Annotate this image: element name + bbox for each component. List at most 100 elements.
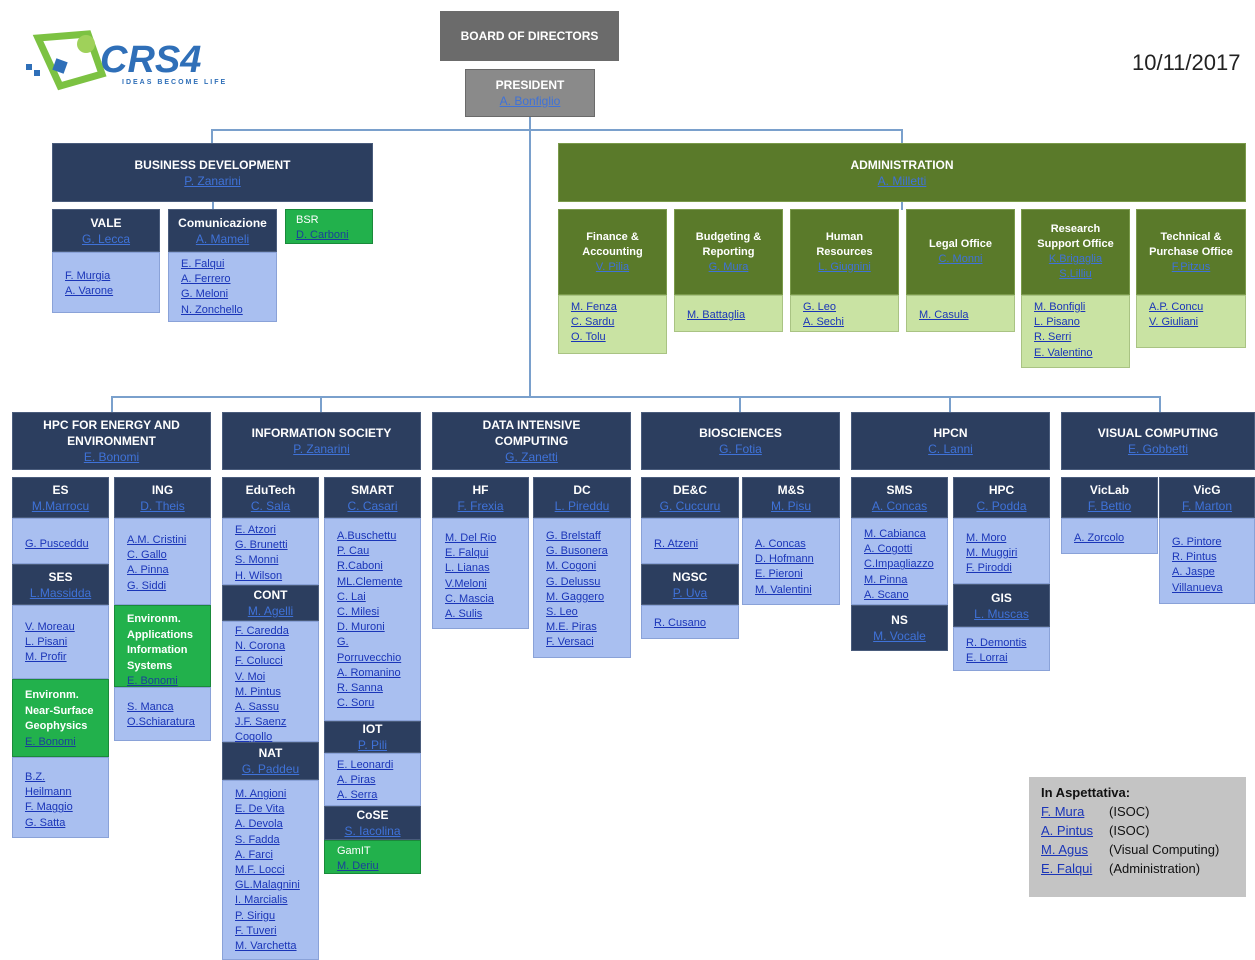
member-link[interactable]: C. Soru	[337, 697, 375, 710]
member-link[interactable]: A. Piras	[337, 774, 376, 787]
member-link[interactable]: E. Falqui	[445, 547, 489, 560]
member-link[interactable]: A. Sassu	[235, 701, 280, 714]
member-link[interactable]: M. Bonfigli	[1034, 301, 1086, 313]
member-link[interactable]: G. Pusceddu	[25, 538, 89, 550]
member-link[interactable]: M. Gaggero	[546, 590, 605, 603]
member-link[interactable]: M.E. Piras	[546, 621, 597, 634]
admin-head[interactable]: A. Milletti	[877, 173, 927, 188]
member-link[interactable]: H. Wilson	[235, 569, 283, 582]
member-link[interactable]: G. Brunetti	[235, 539, 288, 552]
ses-head[interactable]: L.Massidda	[29, 585, 92, 600]
member-link[interactable]: B.Z.	[25, 771, 46, 783]
member-link[interactable]: V. Giuliani	[1149, 316, 1199, 329]
member-link[interactable]: A. Devola	[235, 818, 283, 831]
member-link[interactable]: A. Romanino	[337, 666, 401, 679]
member-link[interactable]: F. Murgia	[65, 270, 111, 282]
member-link[interactable]: M. Angioni	[235, 788, 287, 800]
member-link[interactable]: M. Muggiri	[966, 547, 1018, 560]
member-link[interactable]: A. Ferrero	[181, 273, 231, 286]
info-society-head[interactable]: P. Zanarini	[293, 442, 350, 456]
member-link[interactable]: E. Valentino	[1034, 346, 1093, 359]
member-link[interactable]: S. Leo	[546, 606, 578, 619]
member-link[interactable]: A. Sulis	[445, 608, 483, 621]
member-link[interactable]: M.F. Locci	[235, 864, 285, 877]
ngsc-head[interactable]: P. Uva	[672, 585, 708, 600]
member-link[interactable]: A. Scano	[864, 588, 909, 601]
hpc-energy-head[interactable]: E. Bonomi	[83, 450, 140, 464]
eais-head[interactable]: E. Bonomi	[127, 675, 178, 687]
member-link[interactable]: R. Atzeni	[654, 538, 699, 550]
comunicazione-head[interactable]: A. Mameli	[195, 231, 250, 246]
member-link[interactable]: G. Pintore	[1172, 536, 1222, 548]
hr-head[interactable]: L. Giugnini	[818, 260, 871, 273]
member-link[interactable]: C. Lai	[337, 590, 366, 603]
member-link[interactable]: M. Profir	[25, 651, 67, 664]
member-link[interactable]: A. Concas	[755, 538, 806, 550]
es-head[interactable]: M.Marrocu	[31, 498, 90, 513]
member-link[interactable]: N. Corona	[235, 640, 286, 653]
ing-head[interactable]: D. Theis	[140, 498, 185, 513]
member-link[interactable]: L. Pisani	[25, 636, 68, 649]
member-link[interactable]: M. Cabianca	[864, 528, 926, 540]
member-link[interactable]: Heilmann	[25, 786, 72, 799]
ms-head[interactable]: M. Pisu	[770, 498, 811, 513]
vale-head[interactable]: G. Lecca	[81, 231, 131, 246]
member-link[interactable]: S. Fadda	[235, 833, 280, 846]
member-link[interactable]: C.Impagliazzo	[864, 558, 934, 571]
member-link[interactable]: N. Zonchello	[181, 303, 243, 316]
member-link[interactable]: M. Battaglia	[687, 309, 746, 321]
member-link[interactable]: C. Gallo	[127, 549, 167, 562]
ns-head[interactable]: M. Vocale	[873, 629, 926, 643]
member-link[interactable]: Cogollo	[235, 731, 273, 744]
member-link[interactable]: M. Del Rio	[445, 532, 497, 544]
member-link[interactable]: A.P. Concu	[1149, 301, 1204, 313]
member-link[interactable]: A. Zorcolo	[1074, 532, 1125, 544]
member-link[interactable]: E. De Vita	[235, 803, 285, 816]
research-support-head[interactable]: K.Brigaglia	[1048, 253, 1103, 265]
aspettativa-name[interactable]: F. Mura	[1041, 804, 1085, 819]
nat-head[interactable]: G. Paddeu	[241, 762, 300, 776]
member-link[interactable]: L. Lianas	[445, 562, 490, 575]
member-link[interactable]: D. Hofmann	[755, 553, 814, 566]
member-link[interactable]: S. Manca	[127, 701, 174, 713]
member-link[interactable]: R. Cusano	[654, 617, 706, 629]
iot-head[interactable]: P. Pili	[357, 738, 388, 752]
member-link[interactable]: G. Satta	[25, 816, 66, 829]
member-link[interactable]: C. Sardu	[571, 316, 615, 329]
smart-head[interactable]: C. Casari	[347, 498, 398, 513]
member-link[interactable]: G. Delussu	[546, 575, 601, 588]
viclab-head[interactable]: F. Bettio	[1087, 498, 1132, 513]
hpcn-head[interactable]: C. Lanni	[928, 442, 973, 456]
cont-head[interactable]: M. Agelli	[247, 604, 294, 618]
research-support-head2[interactable]: S.Lilliu	[1059, 268, 1092, 280]
member-link[interactable]: E. Falqui	[181, 258, 225, 270]
member-link[interactable]: R. Serri	[1034, 331, 1072, 344]
member-link[interactable]: L. Pisano	[1034, 316, 1080, 329]
member-link[interactable]: ML.Clemente	[337, 575, 403, 588]
aspettativa-name[interactable]: M. Agus	[1041, 842, 1088, 857]
member-link[interactable]: A. Pinna	[127, 564, 169, 577]
cose-head[interactable]: S. Iacolina	[344, 824, 401, 838]
bsr-head[interactable]: D. Carboni	[296, 229, 349, 241]
member-link[interactable]: S. Monni	[235, 554, 279, 567]
member-link[interactable]: GL.Malagnini	[235, 879, 300, 892]
member-link[interactable]: D. Muroni	[337, 621, 385, 634]
member-link[interactable]: C. Mascia	[445, 592, 494, 605]
member-link[interactable]: F. Piroddi	[966, 562, 1012, 575]
aspettativa-name[interactable]: E. Falqui	[1041, 861, 1093, 876]
member-link[interactable]: O. Tolu	[571, 331, 606, 344]
member-link[interactable]: A. Sechi	[803, 316, 844, 329]
visual-computing-head[interactable]: E. Gobbetti	[1127, 442, 1189, 456]
hpc-head[interactable]: C. Podda	[976, 498, 1027, 513]
data-intensive-head[interactable]: G. Zanetti	[505, 450, 558, 464]
member-link[interactable]: A.Buschettu	[337, 530, 397, 542]
member-link[interactable]: E. Atzori	[235, 524, 276, 536]
member-link[interactable]: V. Moreau	[25, 621, 75, 633]
edutech-head[interactable]: C. Sala	[250, 498, 291, 513]
member-link[interactable]: F. Versaci	[546, 636, 594, 649]
aspettativa-name[interactable]: A. Pintus	[1041, 823, 1094, 838]
member-link[interactable]: A. Farci	[235, 848, 273, 861]
gamit-head[interactable]: M. Deriu	[337, 860, 379, 872]
member-link[interactable]: A.M. Cristini	[127, 534, 187, 546]
member-link[interactable]: E. Pieroni	[755, 568, 803, 581]
